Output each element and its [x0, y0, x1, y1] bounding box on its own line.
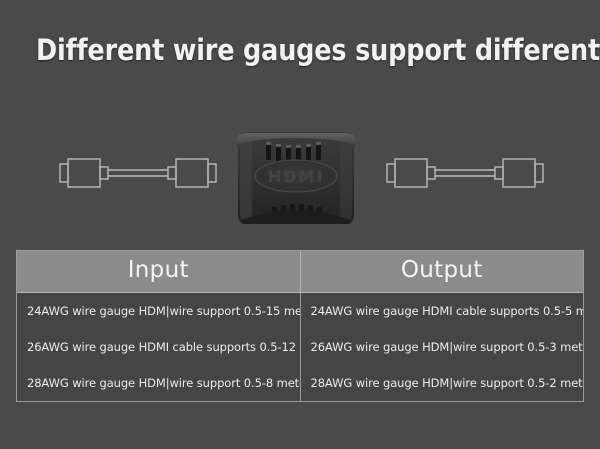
- cell-input: 28AWG wire gauge HDM|wire support 0.5-8 …: [17, 365, 301, 401]
- cell-input: 26AWG wire gauge HDMI cable supports 0.5…: [17, 329, 301, 365]
- page-title: Different wire gauges support different …: [36, 33, 600, 67]
- svg-text:HDMI: HDMI: [268, 167, 325, 186]
- column-header-output: Output: [400, 257, 483, 283]
- hdmi-cable-left-icon: [59, 158, 217, 188]
- cell-input: 24AWG wire gauge HDM|wire support 0.5-15…: [17, 293, 301, 329]
- table-row: 26AWG wire gauge HDMI cable supports 0.5…: [17, 329, 583, 365]
- product-illustration: HDMI: [0, 118, 600, 238]
- hdmi-coupler-graphic: HDMI: [236, 132, 356, 224]
- table-row: 24AWG wire gauge HDM|wire support 0.5-15…: [17, 293, 583, 329]
- cell-output: 26AWG wire gauge HDM|wire support 0.5-3 …: [310, 340, 584, 354]
- hdmi-cable-right-icon: [386, 158, 544, 188]
- table-row: 28AWG wire gauge HDM|wire support 0.5-8 …: [17, 365, 583, 401]
- cell-output: 28AWG wire gauge HDM|wire support 0.5-2 …: [310, 376, 584, 390]
- wire-gauge-table: Input Output 24AWG wire gauge HDM|wire s…: [16, 250, 584, 402]
- table-header-row: Input Output: [17, 251, 583, 293]
- column-header-input: Input: [17, 251, 301, 292]
- cell-output: 24AWG wire gauge HDMI cable supports 0.5…: [310, 304, 584, 318]
